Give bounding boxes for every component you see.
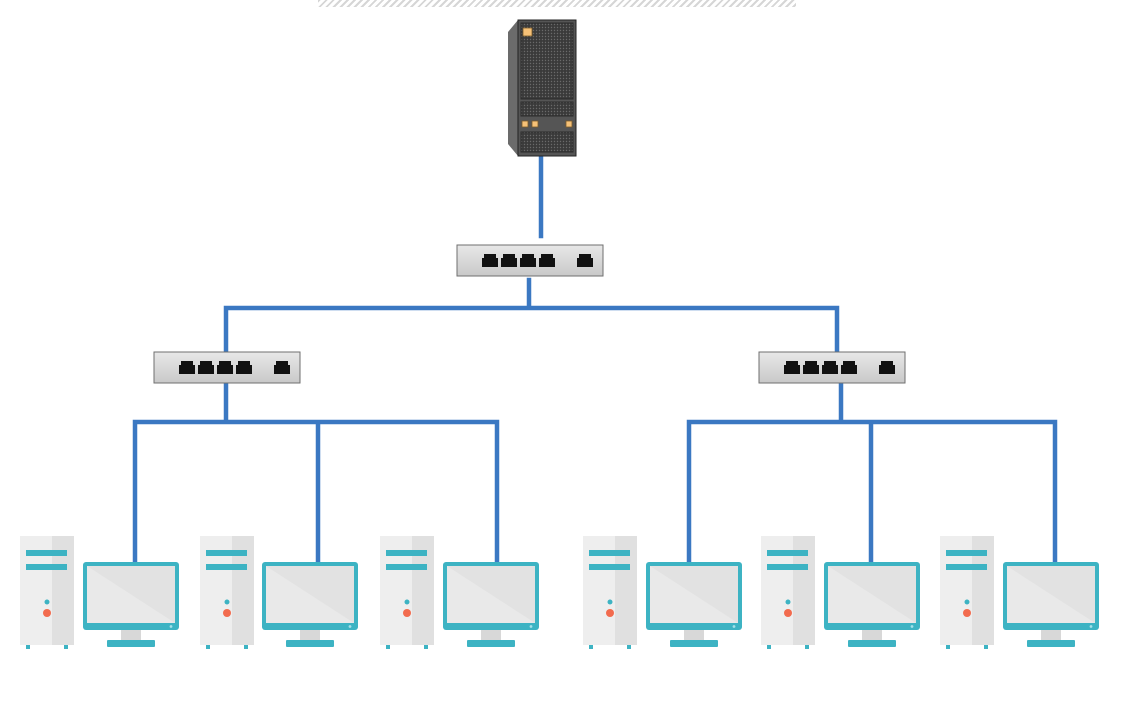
computer-tower-icon: [380, 536, 434, 649]
switch-port-icon: [217, 361, 233, 374]
network-switch-icon: [758, 351, 906, 384]
switch-port-icon: [482, 254, 498, 267]
switch-port-icon: [274, 361, 290, 374]
monitor-icon: [83, 562, 179, 647]
switch-port-icon: [236, 361, 252, 374]
link-left-switch-workstations: [132, 381, 500, 566]
switch-port-icon: [784, 361, 800, 374]
computer-tower-icon: [940, 536, 994, 649]
monitor-icon: [1003, 562, 1099, 647]
link-right-switch-workstations: [686, 381, 1058, 566]
switch-port-icon: [520, 254, 536, 267]
network-switch-icon: [456, 244, 604, 277]
switch-port-icon: [803, 361, 819, 374]
desktop-computer-icon: [20, 536, 179, 649]
monitor-icon: [443, 562, 539, 647]
monitor-icon: [646, 562, 742, 647]
monitor-icon: [824, 562, 920, 647]
top-hatched-strip: [318, 0, 796, 7]
switch-port-icon: [841, 361, 857, 374]
monitor-icon: [262, 562, 358, 647]
switches: [153, 244, 906, 384]
desktop-computer-icon: [583, 536, 742, 649]
network-links: [132, 153, 1058, 566]
network-switch-icon: [153, 351, 301, 384]
workstations: [20, 536, 1099, 649]
link-core-switch-distribution: [223, 277, 840, 355]
switch-port-icon: [539, 254, 555, 267]
server-tower-icon: [508, 19, 577, 157]
computer-tower-icon: [583, 536, 637, 649]
desktop-computer-icon: [940, 536, 1099, 649]
desktop-computer-icon: [380, 536, 539, 649]
switch-port-icon: [198, 361, 214, 374]
desktop-computer-icon: [761, 536, 920, 649]
switch-port-icon: [879, 361, 895, 374]
switch-port-icon: [822, 361, 838, 374]
switch-port-icon: [179, 361, 195, 374]
computer-tower-icon: [200, 536, 254, 649]
switch-port-icon: [577, 254, 593, 267]
computer-tower-icon: [761, 536, 815, 649]
desktop-computer-icon: [200, 536, 358, 649]
computer-tower-icon: [20, 536, 74, 649]
switch-port-icon: [501, 254, 517, 267]
